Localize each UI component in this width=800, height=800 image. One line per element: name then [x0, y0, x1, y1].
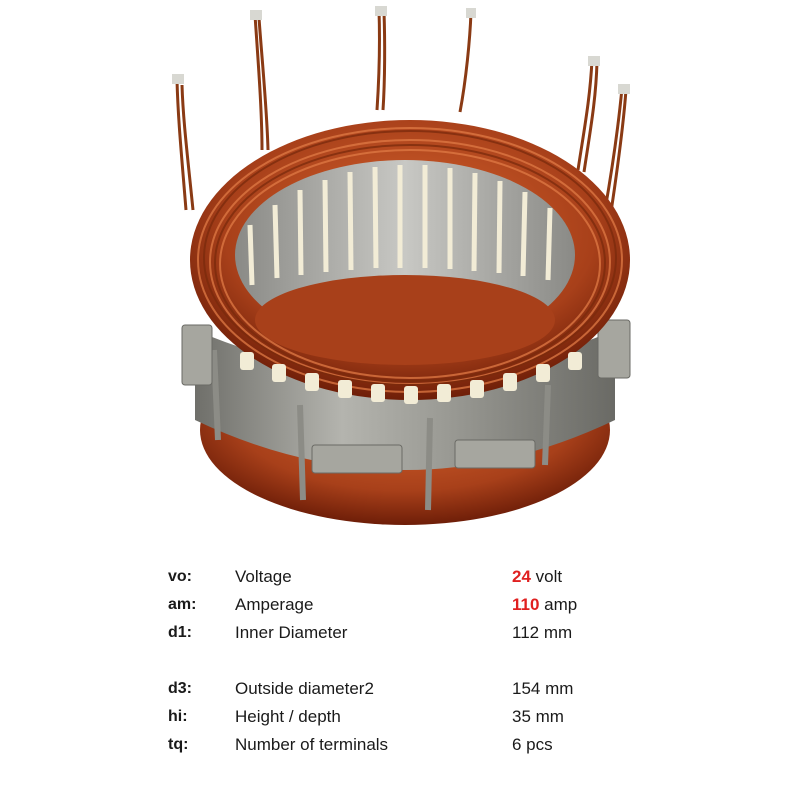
spec-row-voltage: vo: Voltage 24 volt	[168, 563, 628, 591]
spec-value: 154 mm	[512, 679, 574, 698]
spec-row-inner-diameter: d1: Inner Diameter 112 mm	[168, 619, 628, 647]
spec-value-unit: volt	[535, 567, 563, 586]
spec-value: 24 volt	[512, 563, 628, 591]
spec-label: Number of terminals	[235, 735, 389, 754]
spec-code: d3:	[168, 680, 192, 697]
spec-code: tq:	[168, 736, 189, 753]
inner-lower-winding	[255, 275, 555, 365]
spec-code: am:	[168, 596, 197, 613]
spec-value: 112 mm	[512, 623, 573, 642]
terminal-tips	[172, 6, 630, 94]
spec-label: Outside diameter2	[235, 679, 374, 698]
spec-row-terminals: tq: Number of terminals 6 pcs	[168, 731, 628, 759]
spec-row-height: hi: Height / depth 35 mm	[168, 703, 628, 731]
lower-slot-insulators	[240, 352, 582, 404]
spec-label: Voltage	[235, 567, 292, 586]
spec-value: 6 pcs	[512, 735, 553, 754]
spec-table: vo: Voltage 24 volt am: Amperage 110 amp…	[168, 563, 628, 759]
spec-value-number: 110	[512, 595, 540, 614]
spec-value-unit: amp	[544, 595, 578, 614]
inner-slots	[247, 165, 553, 286]
spec-label: Inner Diameter	[235, 623, 348, 642]
spec-row-amperage: am: Amperage 110 amp	[168, 591, 628, 619]
spec-label: Height / depth	[235, 707, 341, 726]
spec-spacer	[168, 647, 628, 675]
terminal-wires	[175, 9, 628, 213]
spec-row-outside-diameter: d3: Outside diameter2 154 mm	[168, 675, 628, 703]
spec-code: hi:	[168, 708, 188, 725]
spec-value: 110 amp	[512, 591, 628, 619]
core-lugs	[181, 319, 631, 474]
spec-code: vo:	[168, 568, 192, 585]
spec-value-number: 24	[512, 567, 531, 586]
spec-code: d1:	[168, 624, 192, 641]
core-welds	[211, 349, 551, 511]
spec-value: 35 mm	[512, 707, 564, 726]
spec-label: Amperage	[235, 595, 314, 614]
stator-image	[172, 6, 631, 525]
